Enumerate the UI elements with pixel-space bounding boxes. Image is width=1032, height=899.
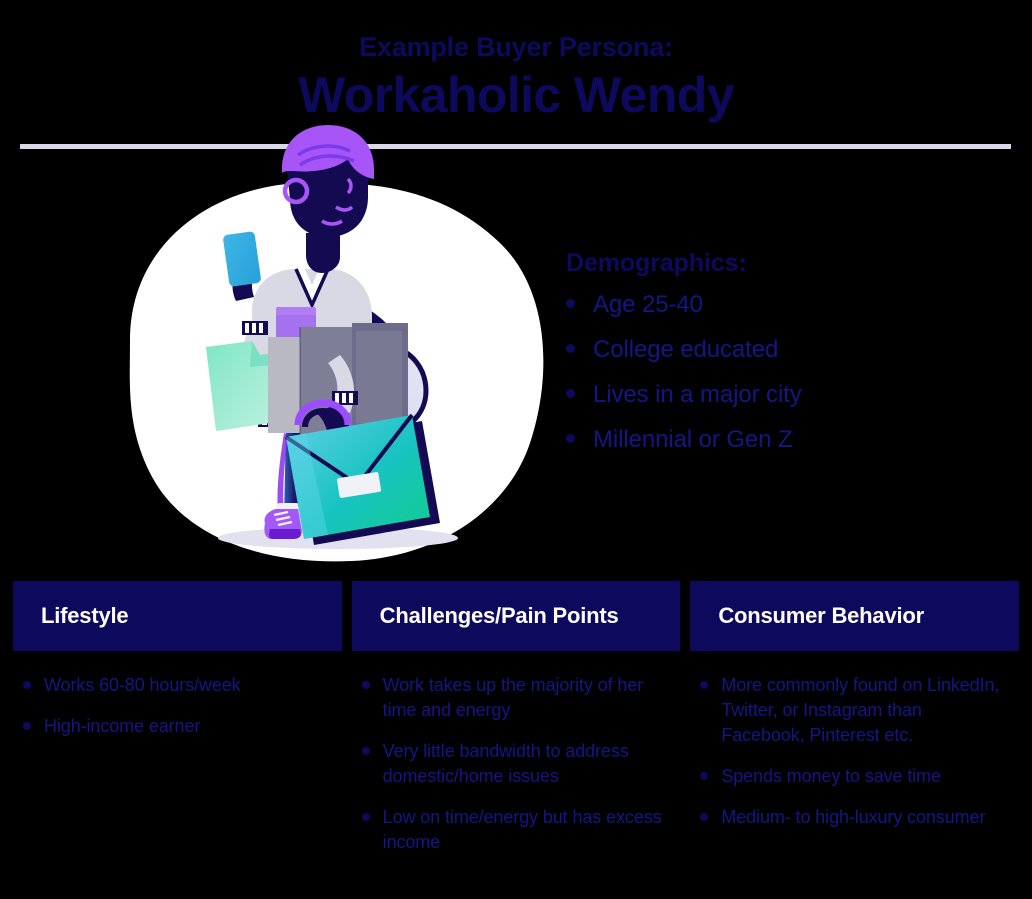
list-item-label: More commonly found on LinkedIn, Twitter… bbox=[721, 675, 1000, 745]
bullet-icon bbox=[23, 681, 31, 689]
demographics-item-label: Age 25-40 bbox=[593, 291, 703, 318]
list-item-label: Medium- to high-luxury consumer bbox=[721, 807, 986, 827]
column-body-lifestyle: Works 60-80 hours/week High-income earne… bbox=[13, 651, 342, 739]
bullet-icon bbox=[700, 681, 709, 689]
bullet-icon bbox=[23, 722, 31, 730]
list-item: High-income earner bbox=[13, 714, 332, 739]
bullet-icon bbox=[566, 434, 575, 443]
bullet-icon bbox=[700, 772, 709, 780]
head bbox=[282, 125, 374, 273]
demographics-item-label: Millennial or Gen Z bbox=[593, 426, 793, 453]
list-item-label: High-income earner bbox=[44, 716, 201, 736]
list-item-label: Very little bandwidth to address domesti… bbox=[382, 741, 629, 786]
list-item: More commonly found on LinkedIn, Twitter… bbox=[690, 673, 1009, 748]
list-item: Low on time/energy but has excess income bbox=[352, 805, 671, 855]
column-header-challenges: Challenges/Pain Points bbox=[351, 581, 681, 651]
eyebrow-text: Example Buyer Persona: bbox=[359, 32, 673, 62]
column-header-label: Challenges/Pain Points bbox=[379, 603, 619, 628]
bullet-icon bbox=[566, 299, 575, 308]
green-folder bbox=[206, 341, 276, 431]
list-item-label: Work takes up the majority of her time a… bbox=[382, 675, 644, 720]
header-divider bbox=[20, 144, 1011, 149]
column-challenges: Challenges/Pain Points Work takes up the… bbox=[351, 581, 681, 871]
bullet-icon bbox=[361, 747, 370, 755]
list-item: Medium- to high-luxury consumer bbox=[690, 805, 1009, 830]
demographics-item: Millennial or Gen Z bbox=[566, 425, 986, 454]
bullet-icon bbox=[361, 681, 370, 689]
demographics-item: College educated bbox=[566, 335, 986, 364]
bullet-icon bbox=[566, 344, 575, 353]
persona-columns: Lifestyle Works 60-80 hours/week High-in… bbox=[13, 581, 1020, 871]
column-header-lifestyle: Lifestyle bbox=[13, 581, 342, 651]
page-title: Workaholic Wendy bbox=[298, 67, 734, 123]
demographics-item-label: College educated bbox=[593, 336, 779, 363]
list-item: Works 60-80 hours/week bbox=[13, 673, 332, 698]
demographics-section: Demographics: Age 25-40 College educated… bbox=[566, 248, 986, 470]
column-body-consumer-behavior: More commonly found on LinkedIn, Twitter… bbox=[690, 651, 1019, 830]
list-item-label: Spends money to save time bbox=[721, 766, 941, 786]
briefcase-handle bbox=[294, 399, 352, 428]
list-item-label: Works 60-80 hours/week bbox=[44, 675, 241, 695]
list-item: Very little bandwidth to address domesti… bbox=[352, 739, 671, 789]
column-header-label: Consumer Behavior bbox=[718, 603, 924, 628]
list-item: Spends money to save time bbox=[690, 764, 1009, 789]
column-body-challenges: Work takes up the majority of her time a… bbox=[352, 651, 681, 855]
list-item-label: Low on time/energy but has excess income bbox=[382, 807, 662, 852]
demographics-item: Lives in a major city bbox=[566, 380, 986, 409]
column-header-label: Lifestyle bbox=[41, 603, 129, 628]
bullet-icon bbox=[361, 813, 370, 821]
column-header-consumer-behavior: Consumer Behavior bbox=[690, 581, 1020, 651]
demographics-item-label: Lives in a major city bbox=[593, 381, 802, 408]
bullet-icon bbox=[566, 389, 575, 398]
briefcase bbox=[284, 413, 440, 545]
persona-illustration bbox=[100, 125, 560, 565]
page-header: Example Buyer Persona: Workaholic Wendy bbox=[0, 0, 1032, 140]
column-lifestyle: Lifestyle Works 60-80 hours/week High-in… bbox=[13, 581, 342, 871]
bullet-icon bbox=[700, 813, 709, 821]
column-consumer-behavior: Consumer Behavior More commonly found on… bbox=[690, 581, 1020, 871]
demographics-title: Demographics: bbox=[566, 249, 747, 277]
demographics-item: Age 25-40 bbox=[566, 290, 986, 319]
list-item: Work takes up the majority of her time a… bbox=[352, 673, 671, 723]
